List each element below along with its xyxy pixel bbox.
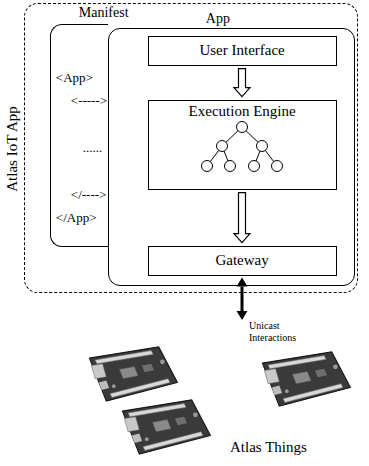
box-label: Execution Engine xyxy=(149,103,336,120)
box-label: Gateway xyxy=(149,252,336,269)
app-boundary: Atlas IoT AppManifest<App><----->......<… xyxy=(24,3,358,293)
code-line: </App> xyxy=(56,211,97,226)
hollow-arrow xyxy=(234,193,250,243)
app-box: AppUser InterfaceExecution EngineGateway xyxy=(108,28,355,286)
block-arrow xyxy=(234,69,250,97)
box-heading: App xyxy=(206,11,230,27)
manifest-box: Manifest<App><----->......</----></App> xyxy=(50,24,108,247)
group-label: Atlas IoT App xyxy=(4,106,21,192)
edge-label: Unicast Interactions xyxy=(249,320,307,343)
code-line: <-----> xyxy=(71,94,107,109)
device-label: Atlas Things xyxy=(230,439,307,456)
block-arrow xyxy=(234,193,250,243)
board-pictures xyxy=(89,347,350,454)
box-label: User Interface xyxy=(149,42,336,59)
hollow-arrow xyxy=(234,69,250,97)
arrowhead xyxy=(237,311,248,320)
code-line: </----> xyxy=(71,188,107,203)
box-heading: Manifest xyxy=(79,5,129,21)
process-box: Gateway xyxy=(148,246,337,276)
code-line: <App> xyxy=(56,71,93,86)
double-arrow xyxy=(237,278,248,320)
connector-line xyxy=(241,287,244,311)
device-group: Atlas Things xyxy=(80,322,360,462)
process-box: User Interface xyxy=(148,36,337,66)
code-line: ...... xyxy=(83,141,103,156)
process-box: Execution Engine xyxy=(148,100,337,190)
tree-icon xyxy=(202,122,283,172)
